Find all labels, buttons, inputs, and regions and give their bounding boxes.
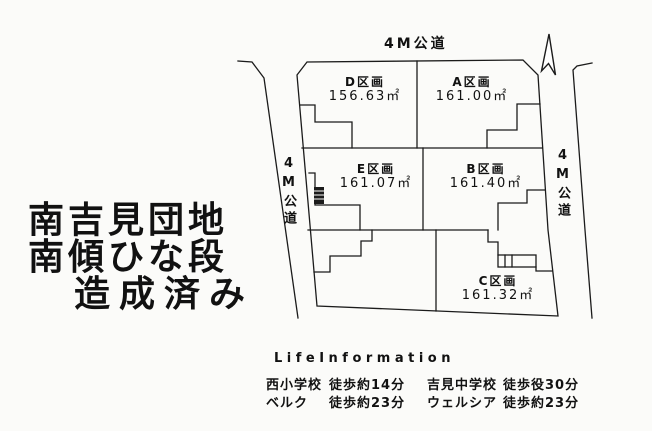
- life-item-time: 徒歩役30分: [503, 378, 580, 393]
- life-item-time: 徒歩約23分: [329, 396, 406, 411]
- terrace-steps-a: [486, 103, 541, 149]
- plot-label-d: D区画 156.63㎡: [300, 75, 430, 104]
- plot-label-b: B区画 161.40㎡: [421, 162, 551, 191]
- life-item-name: 吉見中学校: [427, 378, 498, 393]
- plot-d-name: D区画: [345, 75, 385, 89]
- stairs-symbol-c-treads: [504, 254, 513, 268]
- life-item-name: ウェルシア: [427, 396, 498, 411]
- terrace-steps-e: [308, 172, 361, 231]
- plot-a-name: A区画: [452, 75, 492, 89]
- subdivision-outline: [296, 59, 559, 317]
- plot-c-name: C区画: [478, 274, 518, 288]
- plot-label-c: C区画 161.32㎡: [433, 274, 563, 303]
- life-information-title: LifeInformation: [274, 351, 455, 366]
- headline-line2: 南傾ひな段: [28, 237, 229, 278]
- headline: 南吉見団地 南傾ひな段 造成済み: [28, 202, 254, 313]
- plot-label-e: E区画 161.07㎡: [311, 162, 441, 191]
- life-item-name: ベルク: [266, 396, 309, 411]
- life-item-time: 徒歩約23分: [503, 396, 580, 411]
- plot-d-area: 156.63㎡: [328, 89, 402, 104]
- plot-a-area: 161.00㎡: [435, 89, 509, 104]
- c-notch-line: [487, 229, 499, 256]
- headline-line1: 南吉見団地: [28, 200, 229, 241]
- left-road-label: 4M公道: [281, 156, 296, 228]
- stairs-symbol-c: [497, 254, 537, 268]
- plot-e-area: 161.07㎡: [339, 176, 413, 191]
- left-road-line: [237, 60, 299, 319]
- life-information-table: 西小学校 徒歩約14分 吉見中学校 徒歩役30分 ベルク 徒歩約23分 ウェルシ…: [266, 374, 593, 411]
- plot-b-area: 161.40㎡: [449, 176, 523, 191]
- terrace-steps-b: [497, 189, 546, 231]
- headline-line3: 造成済み: [74, 274, 255, 315]
- c-top-edge-line: [535, 266, 553, 272]
- right-road-label: 4M公道: [555, 148, 570, 220]
- terrace-steps-bottom-left: [313, 229, 373, 273]
- right-road-line: [572, 62, 593, 319]
- stairs-symbol-e: [314, 187, 324, 204]
- terrace-steps-d: [299, 104, 353, 149]
- plot-b-name: B区画: [466, 162, 506, 176]
- plot-e-name: E区画: [356, 162, 396, 176]
- life-item-time: 徒歩約14分: [329, 378, 406, 393]
- life-item-name: 西小学校: [266, 378, 323, 393]
- north-arrow-icon: [540, 33, 557, 76]
- plot-c-area: 161.32㎡: [461, 288, 535, 303]
- plot-label-a: A区画 161.00㎡: [407, 75, 537, 104]
- top-road-label: 4M公道: [384, 36, 448, 52]
